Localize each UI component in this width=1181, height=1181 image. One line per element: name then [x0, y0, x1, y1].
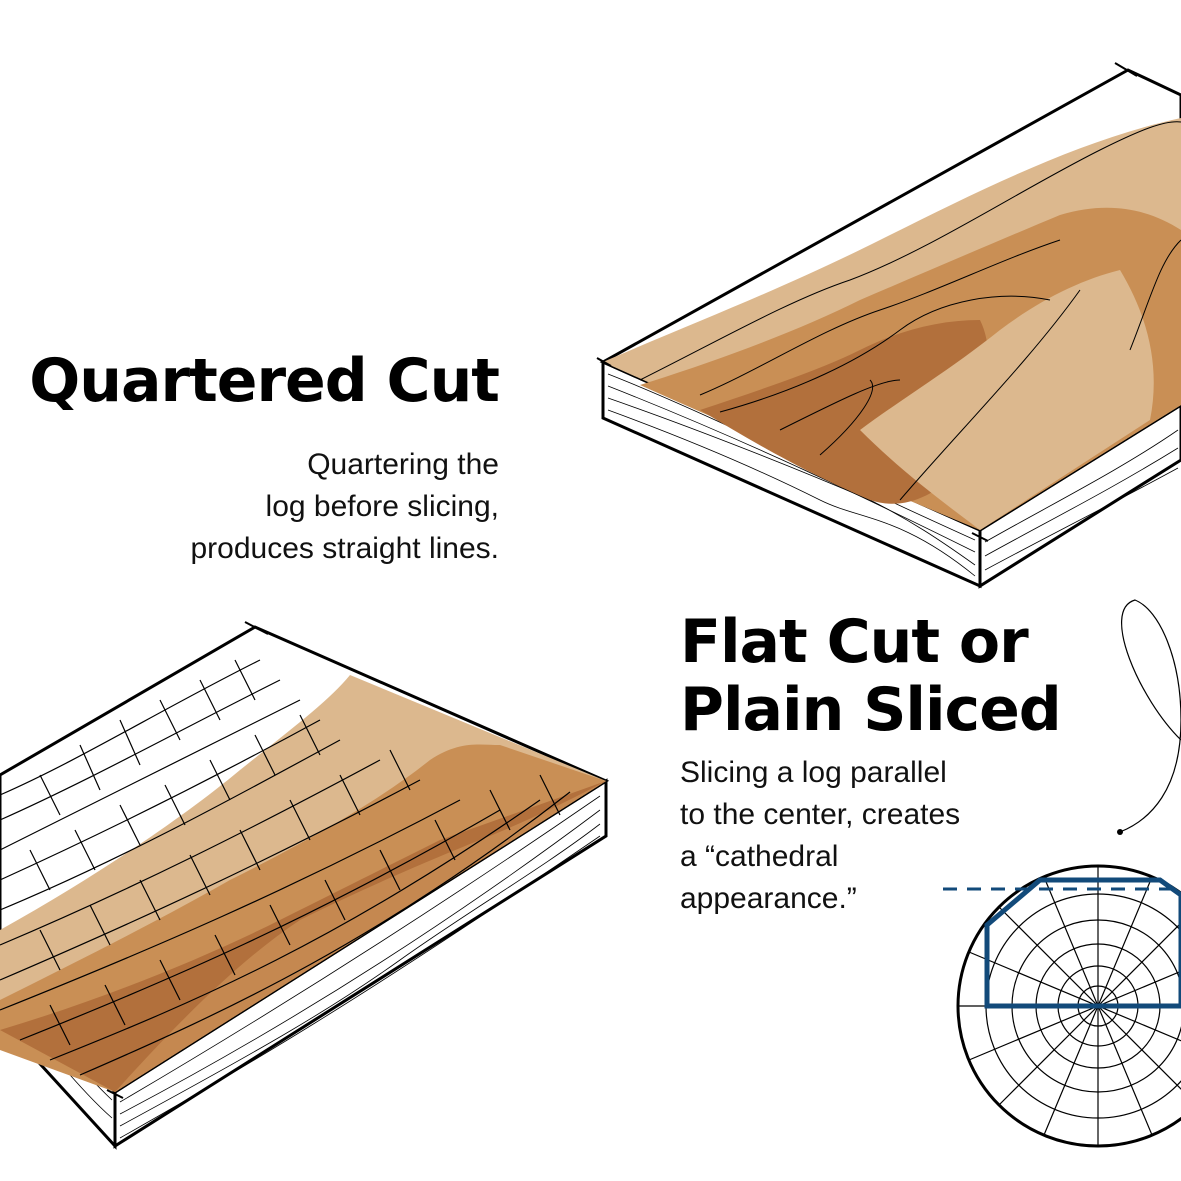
flat-board-illustration — [0, 621, 610, 1150]
flat-cut-description: Slicing a log parallel to the center, cr… — [680, 752, 960, 920]
quartered-cut-description: Quartering the log before slicing, produ… — [191, 444, 500, 570]
quartered-desc-line: Quartering the — [307, 448, 499, 481]
flat-desc-line: to the center, creates — [680, 798, 961, 831]
quartered-cut-title: Quartered Cut — [29, 346, 500, 416]
flat-cut-title: Flat Cut or Plain Sliced — [680, 607, 1062, 745]
quartered-desc-line: produces straight lines. — [190, 532, 500, 565]
quartered-desc-line: log before slicing, — [265, 490, 499, 523]
flat-desc-line: a “cathedral — [680, 840, 839, 873]
flat-title-line: Plain Sliced — [680, 675, 1062, 745]
flat-desc-line: appearance.” — [680, 882, 857, 915]
log-cross-section-icon — [943, 599, 1181, 1148]
quartered-board-illustration — [596, 62, 1181, 589]
flat-desc-line: Slicing a log parallel — [680, 756, 947, 789]
flat-title-line: Flat Cut or — [680, 607, 1029, 677]
